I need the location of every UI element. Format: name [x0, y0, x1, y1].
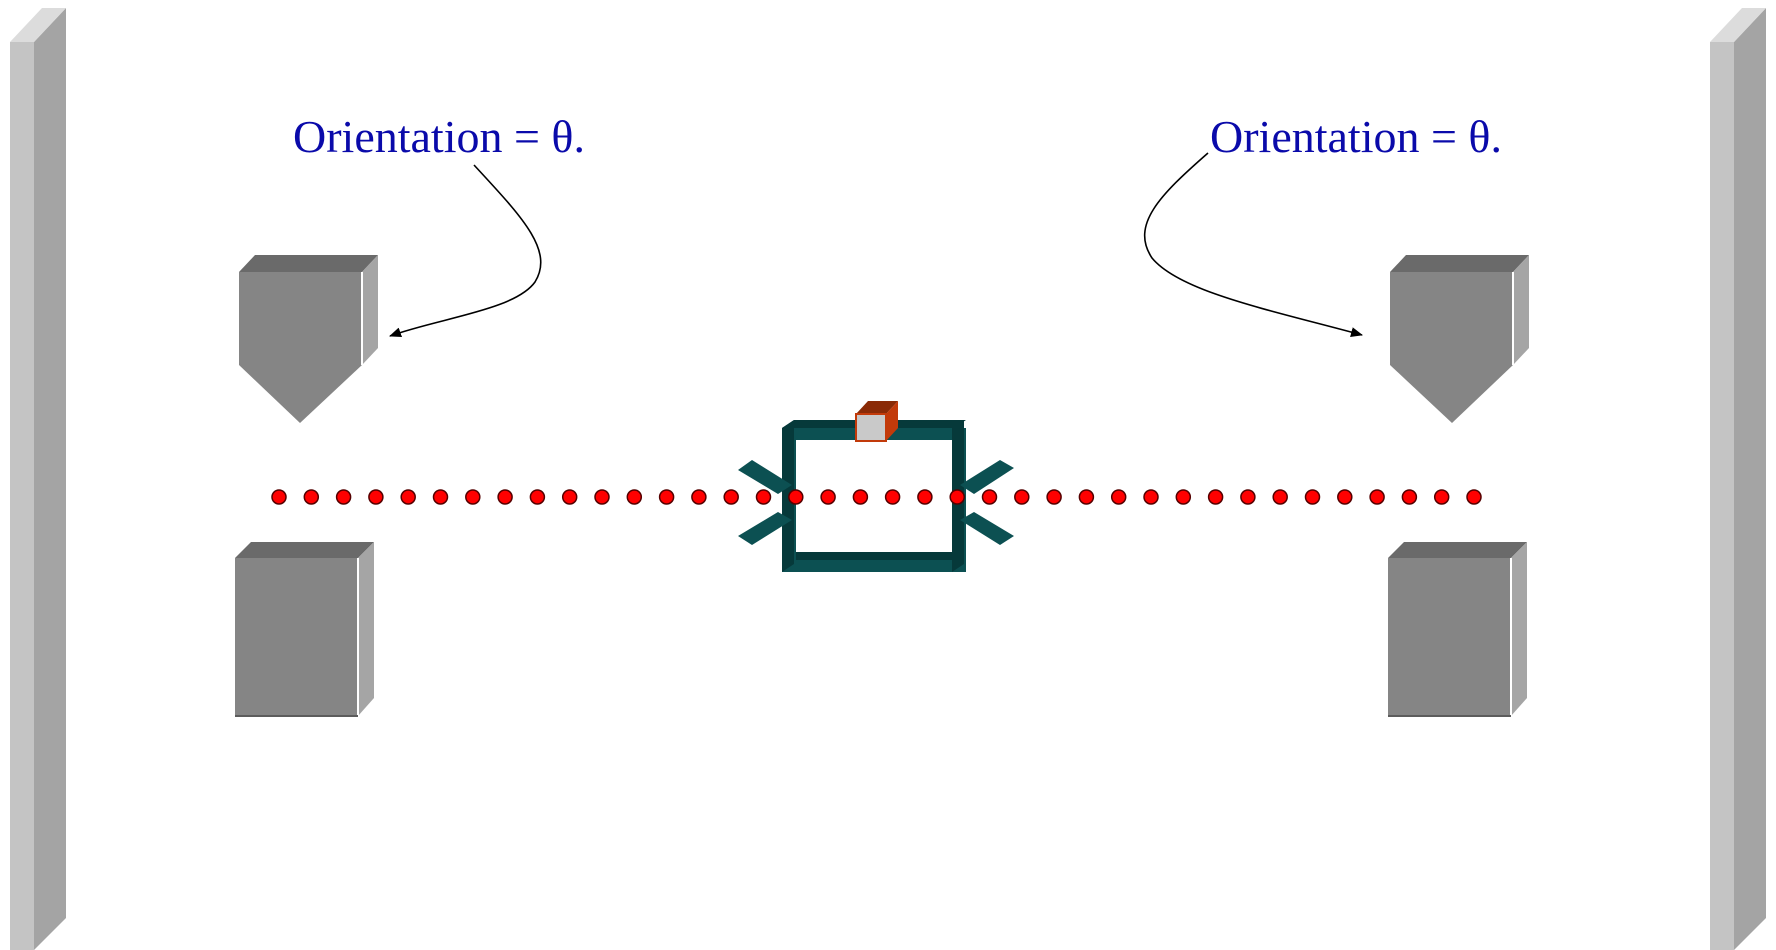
right-arrow — [1143, 152, 1363, 337]
beam-dot — [1240, 489, 1256, 505]
left-orientation-label: Orientation = θ. — [293, 111, 585, 162]
beam-dot — [594, 489, 610, 505]
right-orientation-label: Orientation = θ. — [1210, 111, 1502, 162]
beam-dot — [788, 489, 804, 505]
beam-dot — [1014, 489, 1030, 505]
left-wall — [10, 8, 66, 950]
beam-dot — [658, 489, 675, 505]
beam-dot — [1207, 489, 1224, 505]
upper-left-detector — [239, 255, 378, 423]
beam-dot — [497, 489, 513, 505]
beam-dot — [303, 489, 320, 505]
beam-dot — [1401, 489, 1418, 505]
center-apparatus — [738, 420, 1014, 572]
beam-dot — [271, 489, 287, 505]
beam-dot — [335, 489, 352, 505]
beam-dot — [1272, 489, 1288, 505]
beam-dot — [626, 489, 643, 505]
beam-dot — [1078, 489, 1095, 505]
beam-dot — [561, 489, 578, 505]
lower-right-detector — [1388, 542, 1527, 717]
beam-dot — [1337, 489, 1353, 505]
beam-dot — [432, 489, 449, 505]
beam-dot — [949, 489, 965, 505]
beam-dot — [1143, 489, 1159, 505]
beam-dot — [981, 489, 998, 505]
beam-dot — [820, 489, 836, 505]
beam-dot — [1433, 489, 1450, 505]
beam-dots — [271, 489, 1482, 505]
beam-dot — [691, 489, 707, 505]
beam-dot — [1110, 489, 1127, 505]
beam-dot — [1466, 489, 1482, 505]
beam-dot — [529, 489, 546, 505]
beam-dot — [1046, 489, 1062, 505]
beam-dot — [1369, 489, 1385, 505]
lower-left-detector — [235, 542, 374, 717]
beam-dot — [852, 489, 869, 505]
left-arrow — [389, 164, 542, 337]
right-wall — [1710, 8, 1766, 950]
beam-dot — [723, 489, 739, 505]
beam-dot — [1304, 489, 1321, 505]
beam-dot — [884, 489, 901, 505]
beam-dot — [755, 489, 772, 505]
upper-right-detector — [1390, 255, 1529, 423]
beam-dot — [368, 489, 384, 505]
beam-dot — [400, 489, 416, 505]
source-box — [855, 401, 898, 442]
beam-dot — [917, 489, 933, 505]
beam-dot — [1175, 489, 1192, 505]
beam-dot — [465, 489, 481, 505]
